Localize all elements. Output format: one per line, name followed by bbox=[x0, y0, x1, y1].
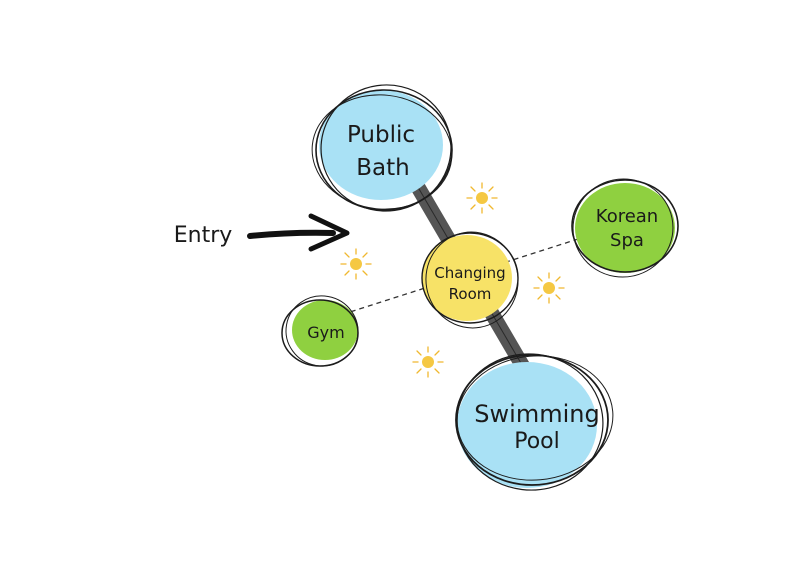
public-bath-label-line1: Public bbox=[347, 122, 415, 148]
sun-icon bbox=[466, 182, 498, 214]
swimming-pool-bubble: Swimming Pool bbox=[455, 353, 614, 491]
public-bath-label-line2: Bath bbox=[356, 155, 409, 181]
changing-room-bubble: Changing Room bbox=[421, 231, 519, 329]
gym-label: Gym bbox=[307, 323, 344, 342]
sun-icon bbox=[412, 346, 444, 378]
changing-room-label-line2: Room bbox=[449, 285, 492, 303]
swimming-pool-label-line1: Swimming bbox=[474, 400, 599, 428]
korean-spa-bubble: Korean Spa bbox=[571, 178, 679, 278]
swimming-pool-label-line2: Pool bbox=[514, 429, 560, 454]
changing-room-label-line1: Changing bbox=[434, 264, 505, 282]
korean-spa-label-line2: Spa bbox=[610, 230, 644, 251]
sun-icon bbox=[340, 248, 372, 280]
korean-spa-label-line1: Korean bbox=[596, 206, 658, 227]
gym-bubble: Gym bbox=[281, 295, 359, 367]
entry-arrow-icon bbox=[247, 213, 350, 252]
sun-icon bbox=[533, 272, 565, 304]
entry-label: Entry bbox=[174, 223, 233, 248]
public-bath-bubble: Public Bath bbox=[311, 84, 453, 212]
